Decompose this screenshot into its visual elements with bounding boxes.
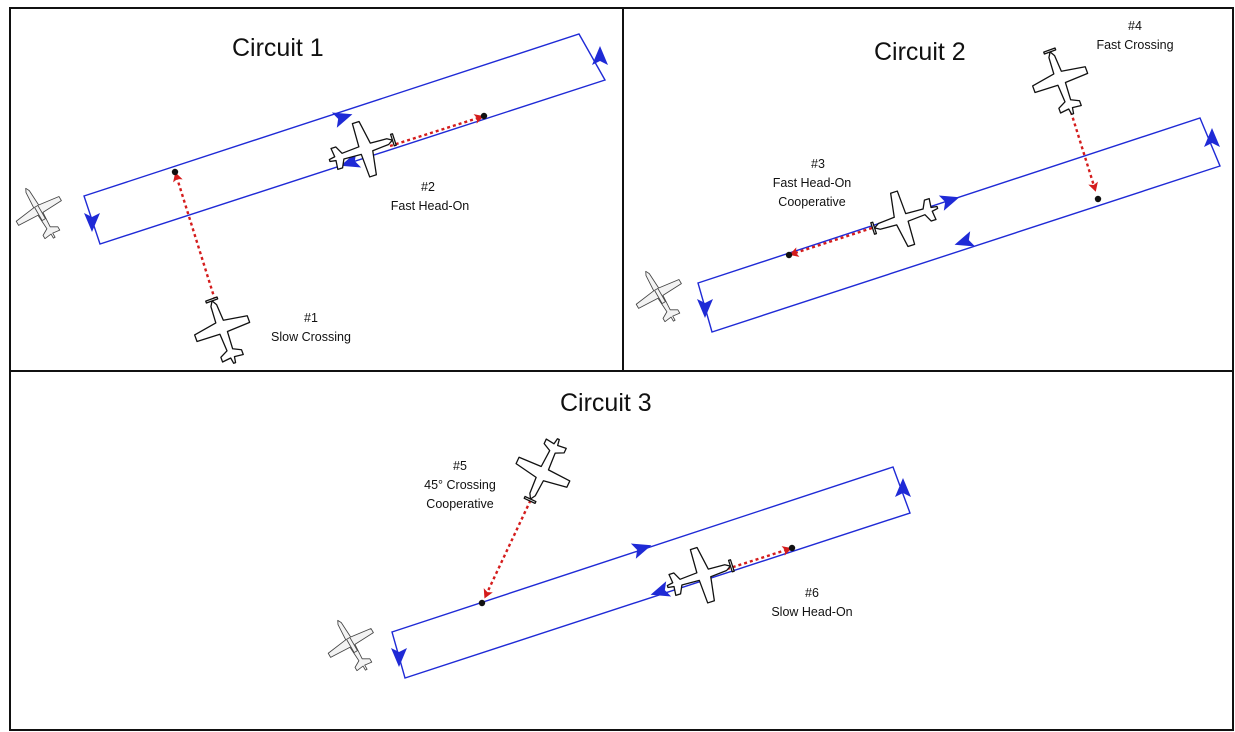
encounter-5-label: 45° Crossing (424, 478, 496, 492)
encounter-3-label: Fast Head-On (773, 176, 852, 190)
waypoint-dot-icon (478, 599, 486, 607)
intruder-2-path (389, 116, 479, 148)
direction-arrow-icon (331, 106, 355, 128)
direction-arrow-icon (84, 213, 100, 232)
diagram-frame (9, 7, 1234, 731)
encounter-4-label: Fast Crossing (1096, 38, 1173, 52)
encounter-5-number: #5 (453, 459, 467, 473)
encounter-2-number: #2 (421, 180, 435, 194)
encounter-1-label: Slow Crossing (271, 330, 351, 344)
direction-arrow-icon (697, 299, 713, 318)
waypoint-dot-icon (785, 251, 793, 259)
encounter-6-label: Slow Head-On (771, 605, 852, 619)
intruder-4-arrowhead (1088, 181, 1101, 194)
circuit-2-pattern (697, 117, 1221, 333)
intruder-5-arrowhead (479, 588, 493, 601)
circuit-3-panel: Circuit 3 #5 45° Crossing Cooperative #6… (315, 389, 911, 683)
airplane-icon (863, 180, 947, 256)
intruder-3-path (794, 226, 873, 255)
direction-arrow-icon (630, 537, 654, 559)
circuit-1-panel: Circuit 1 #1 Slow Crossing #2 Fast Head-… (3, 33, 608, 374)
airplane-icon (3, 175, 77, 251)
encounter-3-number: #3 (811, 157, 825, 171)
intruder-4-path (1069, 111, 1096, 187)
encounter-3-label-2: Cooperative (778, 195, 845, 209)
direction-arrow-icon (938, 189, 962, 211)
encounter-4-number: #4 (1128, 19, 1142, 33)
direction-arrow-icon (391, 648, 407, 667)
intruder-5-path (485, 494, 535, 594)
intruder-6-path (726, 548, 787, 571)
circuit-1-pattern (83, 33, 607, 245)
airplane-icon (623, 258, 697, 334)
airplane-icon (184, 288, 262, 374)
encounter-1-number: #1 (304, 311, 318, 325)
waypoint-dot-icon (171, 168, 179, 176)
direction-arrow-icon (592, 46, 608, 65)
circuit-3-title: Circuit 3 (560, 389, 652, 417)
circuit-1-title: Circuit 1 (232, 34, 324, 62)
waypoint-dot-icon (1094, 195, 1102, 203)
direction-arrow-icon (1204, 128, 1220, 147)
circuit-2-title: Circuit 2 (874, 38, 966, 66)
airplane-icon (1022, 39, 1100, 125)
waypoint-dot-icon (480, 112, 488, 120)
airplane-icon (658, 538, 742, 614)
circuit-2-panel: Circuit 2 #3 Fast Head-On Cooperative #4… (623, 19, 1221, 334)
encounter-5-label-2: Cooperative (426, 497, 493, 511)
waypoint-dot-icon (788, 544, 796, 552)
intruder-1-path (175, 177, 217, 301)
airplane-icon (315, 607, 389, 683)
encounter-2-label: Fast Head-On (391, 199, 470, 213)
airplane-icon (503, 426, 585, 514)
encounter-6-number: #6 (805, 586, 819, 600)
